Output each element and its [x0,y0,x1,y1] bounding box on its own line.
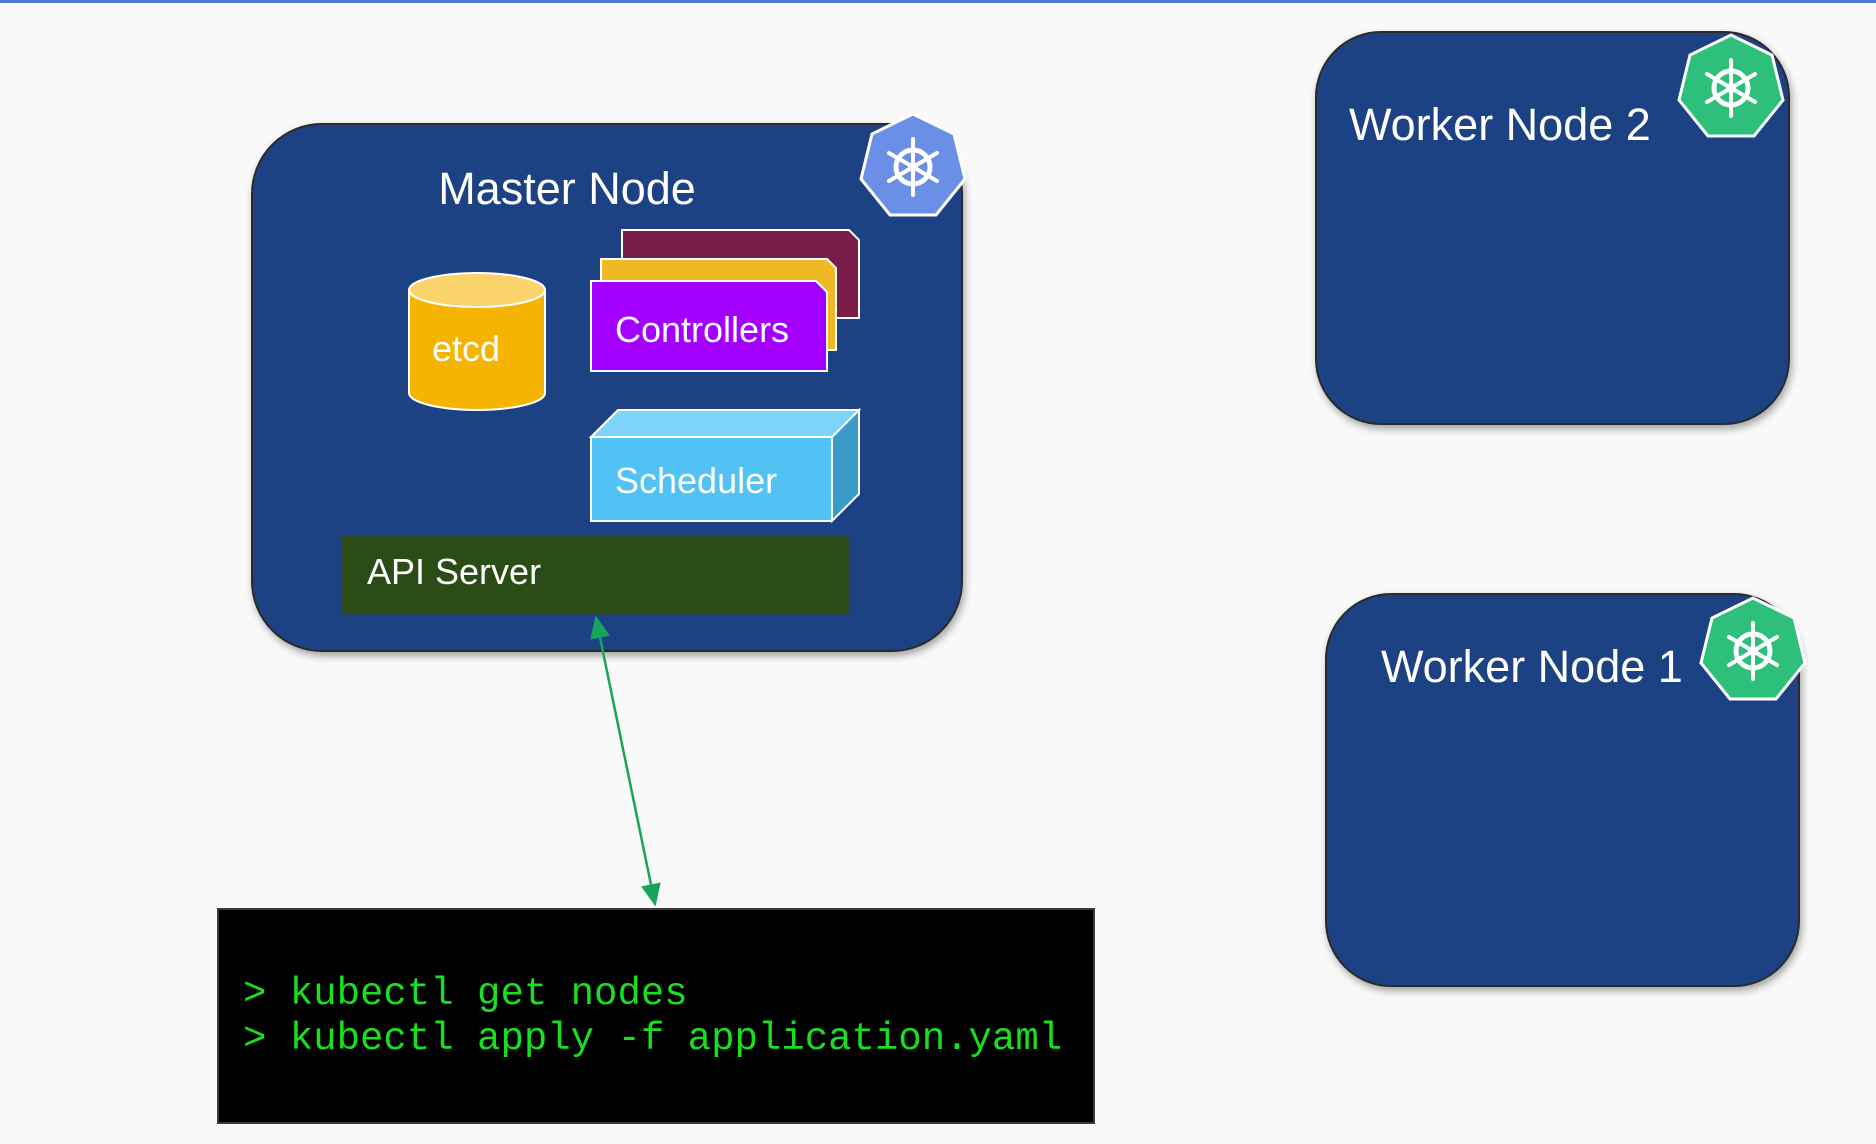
api-server-box [341,535,850,615]
worker-node-2: Worker Node 2 [1315,31,1790,425]
master-node-title: Master Node [438,163,696,214]
kubectl-terminal: > kubectl get nodes > kubectl apply -f a… [217,908,1095,1124]
worker-node-1-box [1325,593,1800,987]
kubernetes-logo-worker-1-icon [1699,596,1807,701]
controllers-stack: Controllers [590,229,860,372]
etcd-database: etcd [408,272,546,411]
terminal-line: > kubectl get nodes [243,972,688,1016]
worker-node-2-box [1315,31,1790,425]
terminal-line: > kubectl apply -f application.yaml [243,1017,1063,1061]
etcd-label: etcd [432,328,500,369]
scheduler-box: Scheduler [588,407,862,524]
master-node: Master Node etcd Controllers Scheduler [251,112,967,652]
api-server-label: API Server [367,551,541,592]
terminal-lines: > kubectl get nodes > kubectl apply -f a… [243,972,1062,1062]
controllers-label: Controllers [615,309,789,350]
api-server: API Server [341,535,850,615]
kubernetes-logo-worker-2-icon [1677,33,1785,138]
kubernetes-logo-master-icon [859,112,967,217]
scheduler-label: Scheduler [615,460,777,501]
controllers-card-front [590,280,828,372]
worker-node-1-title: Worker Node 1 [1381,641,1683,692]
worker-node-2-title: Worker Node 2 [1349,99,1651,150]
worker-node-1: Worker Node 1 [1325,593,1807,987]
api-terminal-connector-arrow [590,615,661,907]
top-border [0,0,1876,3]
